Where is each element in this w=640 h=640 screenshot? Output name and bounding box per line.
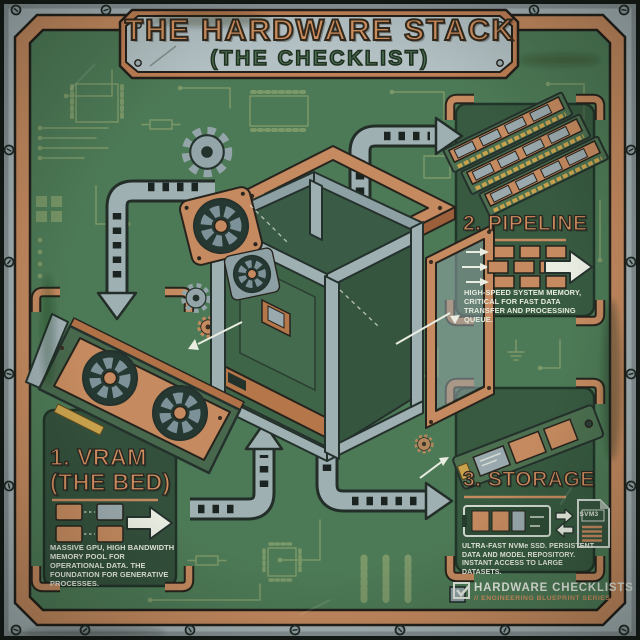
file-format-label: SVM3 [579,511,599,518]
chip-footprint-icon [70,83,451,582]
case-fan-icon [223,247,281,301]
vram-description: MASSIVE GPU, HIGH BANDWIDTH MEMORY POOL … [50,543,175,589]
resistor-icon [141,119,227,566]
vram-section-title-suffix: (THE BED) [49,468,171,495]
hazard-arrows [96,116,464,521]
plate-screws [134,21,504,67]
ssd-file-transfer-icon [462,499,610,548]
storage-description: ULTRA-FAST NVMe SSD. PERSISTENT DATA AND… [462,543,595,576]
pipeline-flow-icon [462,245,593,289]
poster-subtitle: (THE CHECKLIST) [210,46,430,71]
vram-section-title: 1. VRAM [49,443,147,470]
checklist-logo-icon [449,582,470,603]
pipeline-section-title: 2. PIPELINE [462,211,588,235]
side-panel-illustration [425,223,495,429]
circuit-pattern [36,69,603,606]
scratches [69,63,583,616]
pc-case-illustration [178,131,495,462]
gpu-illustration [25,313,245,475]
ssd-illustration [452,404,605,490]
pipeline-description: HIGH-SPEED SYSTEM MEMORY, CRITICAL FOR F… [464,288,582,325]
title-plate [118,8,520,80]
footer-series: // ENGINEERING BLUEPRINT SERIES [474,595,611,602]
hazard-arrow-head [96,116,464,521]
memory-chips-icon [55,503,173,543]
storage-section-title: 3. STORAGE [462,467,595,491]
poster-title: THE HARDWARE STACK [124,13,516,48]
connector-arrows [188,204,460,479]
footer-brand: HARDWARE CHECKLISTS [474,582,634,594]
grunge-texture [25,13,621,637]
